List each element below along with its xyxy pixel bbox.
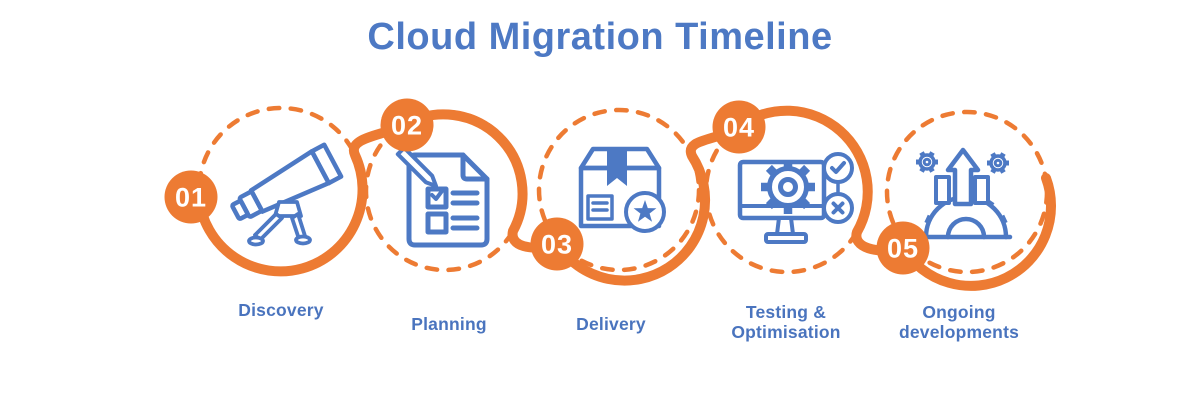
step-label-planning: Planning [411, 314, 487, 334]
badge-number: 04 [723, 113, 755, 143]
step-badge-05: 05 [876, 221, 930, 275]
step-badge-04: 04 [712, 100, 766, 154]
step-badge-02: 02 [380, 98, 434, 152]
package-star-icon [578, 146, 666, 233]
monitor-gear-check-icon [737, 152, 854, 244]
page-title: Cloud Migration Timeline [367, 16, 832, 58]
badge-number: 01 [175, 183, 207, 213]
step-label-testing-line2: Optimisation [731, 322, 840, 342]
badge-circle [164, 170, 218, 224]
badge-number: 02 [391, 111, 423, 141]
step-badge-01: 01 [164, 170, 218, 224]
step-label-ongoing-line1: Ongoing [922, 302, 995, 322]
step-circle-delivery [536, 107, 702, 273]
badge-number: 03 [541, 230, 573, 260]
telescope-icon [230, 142, 344, 247]
step-label-discovery: Discovery [238, 300, 324, 320]
step-badge-03: 03 [530, 217, 584, 271]
badge-circle [380, 98, 434, 152]
badge-circle [876, 221, 930, 275]
badge-number: 05 [887, 234, 919, 264]
gears-growth-arrow-icon [916, 147, 1013, 240]
step-label-delivery: Delivery [576, 314, 646, 334]
step-label-testing-line1: Testing & [746, 302, 826, 322]
badge-circle [530, 217, 584, 271]
step-label-ongoing-line2: developments [899, 322, 1019, 342]
document-pencil-icon [395, 145, 490, 248]
badge-circle [712, 100, 766, 154]
